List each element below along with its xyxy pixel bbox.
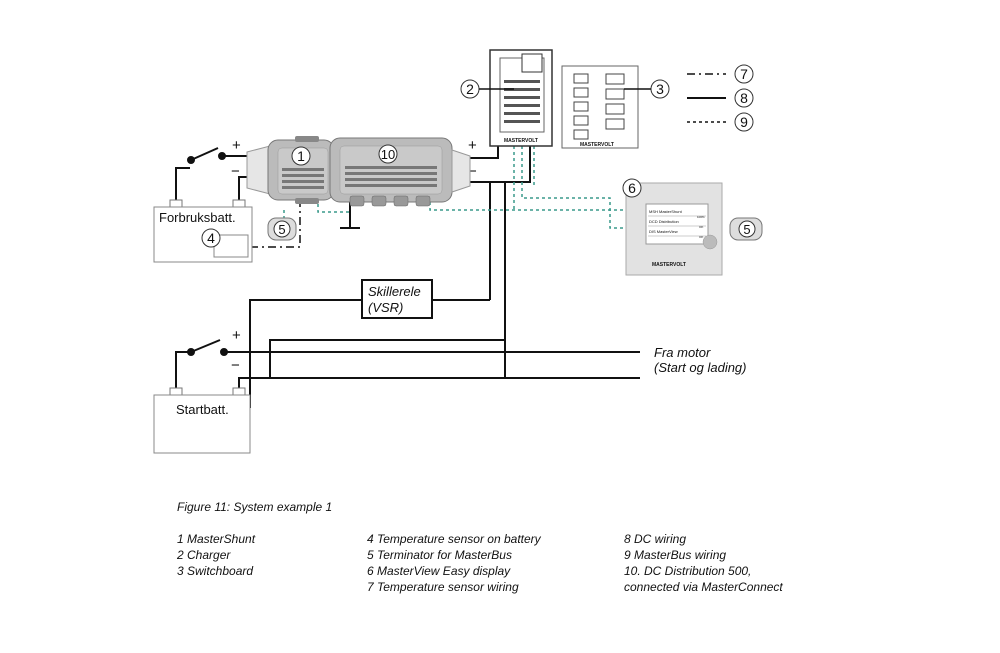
fra-motor-label-1: Fra motor xyxy=(654,345,711,360)
battery-start: Startbatt. xyxy=(153,387,251,454)
plus-top-left: + xyxy=(232,137,241,154)
vsr-label-1: Skillerele xyxy=(368,284,421,299)
legend-item: connected via MasterConnect xyxy=(624,580,783,594)
legend-item: 2 Charger xyxy=(177,548,231,562)
callout-9: 9 xyxy=(740,114,748,130)
callout-7: 7 xyxy=(740,66,748,82)
callout-5-left: 5 xyxy=(278,222,285,237)
vsr-relay: Skillerele (VSR) xyxy=(361,279,433,319)
callout-10: 10 xyxy=(381,147,395,162)
display-row2: DCD Distribution xyxy=(649,219,679,224)
legend-column-1: 1 MasterShunt 2 Charger 3 Switchboard xyxy=(177,531,255,579)
polarity-marks: + − + − + − xyxy=(231,137,477,374)
fra-motor-label-2: (Start og lading) xyxy=(654,360,747,375)
forbruks-label: Forbruksbatt. xyxy=(159,210,236,225)
battery-forbruks: Forbruksbatt. xyxy=(153,199,253,263)
minus-top-right: − xyxy=(468,163,477,180)
legend-column-3: 8 DC wiring 9 MasterBus wiring 10. DC Di… xyxy=(624,531,783,595)
callout-3: 3 xyxy=(656,81,664,97)
display-row1-val: 100% xyxy=(697,215,705,219)
temperature-sensor-wiring xyxy=(250,73,726,248)
legend-item: 5 Terminator for MasterBus xyxy=(367,548,512,562)
vsr-label-2: (VSR) xyxy=(368,300,403,315)
charger: MASTERVOLT xyxy=(489,49,553,147)
callout-6: 6 xyxy=(628,180,636,196)
callouts: 1 10 2 3 6 4 5 5 7 8 9 xyxy=(201,64,763,248)
figure-caption: Figure 11: System example 1 xyxy=(177,500,333,514)
legend-item: 6 MasterView Easy display xyxy=(367,564,511,578)
charger-brand: MASTERVOLT xyxy=(504,138,538,144)
display-brand: MASTERVOLT xyxy=(652,262,686,268)
startbatt-label: Startbatt. xyxy=(176,402,229,417)
display-row3-val: OK xyxy=(699,235,703,239)
callout-4: 4 xyxy=(207,230,215,246)
legend-item: 7 Temperature sensor wiring xyxy=(367,580,519,594)
legend-item: 1 MasterShunt xyxy=(177,532,256,546)
callout-1: 1 xyxy=(297,148,305,164)
minus-top-left: − xyxy=(231,163,240,180)
legend-item: 9 MasterBus wiring xyxy=(624,548,727,562)
callout-8: 8 xyxy=(740,90,748,106)
minus-bottom: − xyxy=(231,357,240,374)
legend-item: 4 Temperature sensor on battery xyxy=(367,532,541,546)
plus-top-right: + xyxy=(468,137,477,154)
dc-distribution xyxy=(329,137,471,207)
display-row1: MSH MasterShunt xyxy=(649,209,683,214)
plus-bottom: + xyxy=(232,327,241,344)
display-row2-val: OK xyxy=(699,225,703,229)
legend-column-2: 4 Temperature sensor on battery 5 Termin… xyxy=(367,531,541,595)
legend-item: 3 Switchboard xyxy=(177,564,254,578)
display-row3: DIS MasterView xyxy=(649,229,678,234)
mastershunt xyxy=(246,136,335,204)
callout-5-right: 5 xyxy=(743,222,750,237)
legend-item: 10. DC Distribution 500, xyxy=(624,564,752,578)
callout-2: 2 xyxy=(466,81,474,97)
battery-switch-bottom xyxy=(187,339,228,356)
switchboard: MASTERVOLT xyxy=(561,65,639,149)
masterview-display: MSH MasterShunt 100% DCD Distribution OK… xyxy=(625,182,723,276)
switchboard-brand: MASTERVOLT xyxy=(580,142,614,148)
legend-item: 8 DC wiring xyxy=(624,532,687,546)
battery-switch-top xyxy=(187,147,226,164)
